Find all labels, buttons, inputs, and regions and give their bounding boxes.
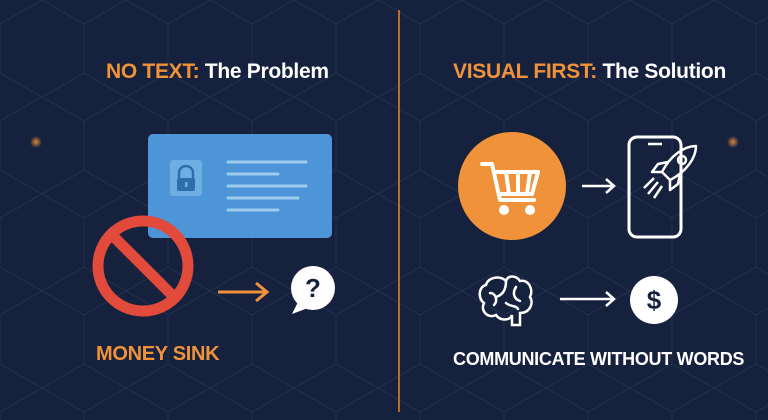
smartphone-rocket-icon	[627, 135, 698, 239]
right-panel-title: VISUAL FIRST: The Solution	[453, 60, 726, 84]
left-panel-caption: MONEY SINK	[96, 343, 220, 365]
prohibition-icon	[92, 215, 194, 317]
arrow-right-icon	[560, 291, 616, 307]
dollar-coin-icon: $	[630, 276, 678, 324]
right-title-accent: VISUAL FIRST:	[453, 60, 597, 83]
svg-text:$: $	[647, 285, 662, 315]
left-title-rest: The Problem	[204, 60, 329, 83]
left-title-accent: NO TEXT:	[106, 60, 200, 83]
locked-document-card	[148, 134, 332, 238]
brain-icon	[478, 275, 533, 327]
right-panel-caption: COMMUNICATE WITHOUT WORDS	[453, 349, 745, 369]
shopping-cart-icon	[458, 132, 566, 240]
question-bubble-icon: ?	[291, 266, 335, 314]
lock-icon	[170, 160, 202, 196]
svg-text:?: ?	[305, 273, 321, 303]
arrow-right-icon	[218, 281, 270, 303]
left-panel-title: NO TEXT: The Problem	[106, 60, 329, 84]
arrow-right-icon	[582, 178, 616, 194]
right-title-rest: The Solution	[602, 60, 726, 83]
